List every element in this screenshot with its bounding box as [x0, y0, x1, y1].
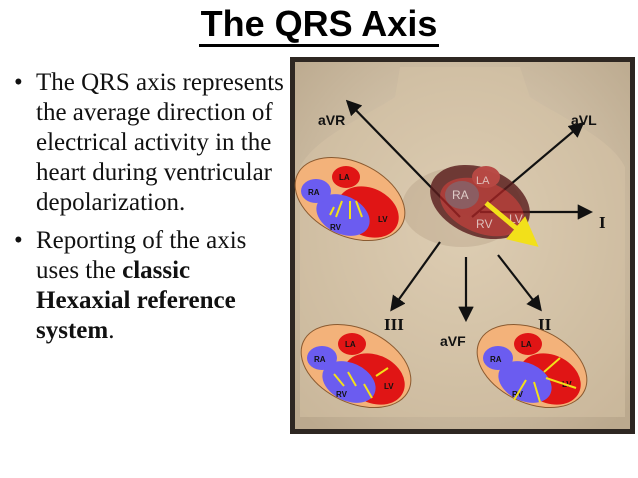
bullet-item-qrs-definition: • The QRS axis represents the average di…	[14, 68, 286, 218]
bullet-text-bold: classic Hexaxial reference system	[36, 257, 236, 344]
tl-ra-label: RA	[308, 188, 320, 197]
br-ra-label: RA	[490, 355, 502, 364]
lead-label-iii: III	[384, 315, 404, 334]
lead-label-ii: II	[538, 315, 552, 334]
lead-label-i: I	[599, 213, 606, 232]
bullet-dot-icon: •	[14, 227, 23, 254]
bullet-text-start: Reporting of the axis uses the	[36, 227, 247, 284]
bullet-text: The QRS axis represents the average dire…	[36, 69, 284, 216]
tl-lv-label: LV	[378, 215, 388, 224]
tl-rv-label: RV	[330, 223, 342, 232]
bl-lv-label: LV	[384, 382, 394, 391]
qrs-axis-arrow	[484, 201, 539, 247]
slide-title-text: The QRS Axis	[198, 3, 440, 47]
bullet-text-end: .	[108, 317, 115, 344]
slide-title: The QRS Axis	[0, 2, 638, 47]
heart-diagram-bottom-right: LA RA RV LV	[476, 323, 588, 409]
heart-diagram-bottom-left: LA RA RV LV	[300, 323, 412, 409]
axis-iii	[390, 241, 441, 312]
central-ra-label: RA	[452, 188, 469, 202]
central-rv-label: RV	[476, 217, 492, 231]
central-la-label: LA	[476, 175, 490, 187]
br-la-label: LA	[521, 340, 532, 349]
lead-label-avl: aVL	[571, 112, 597, 128]
bl-ra-label: RA	[314, 355, 326, 364]
central-heart: RA LA RV LV	[430, 164, 530, 240]
bl-la-label: LA	[345, 340, 356, 349]
heart-diagram-top-left: LA RA RV LV	[294, 156, 406, 242]
bl-rv-label: RV	[336, 390, 348, 399]
lead-label-avr: aVR	[318, 112, 345, 128]
lead-label-avf: aVF	[440, 333, 466, 349]
tl-la-label: LA	[339, 173, 350, 182]
axis-ii	[497, 254, 542, 312]
torso-silhouette	[300, 67, 625, 417]
bullet-dot-icon: •	[14, 69, 23, 96]
bullet-item-hexaxial: • Reporting of the axis uses the classic…	[14, 226, 286, 346]
bullet-list: • The QRS axis represents the average di…	[14, 68, 286, 346]
hexaxial-figure: RA LA RV LV aVR aVL aVF I III II LA RA R…	[290, 57, 635, 434]
